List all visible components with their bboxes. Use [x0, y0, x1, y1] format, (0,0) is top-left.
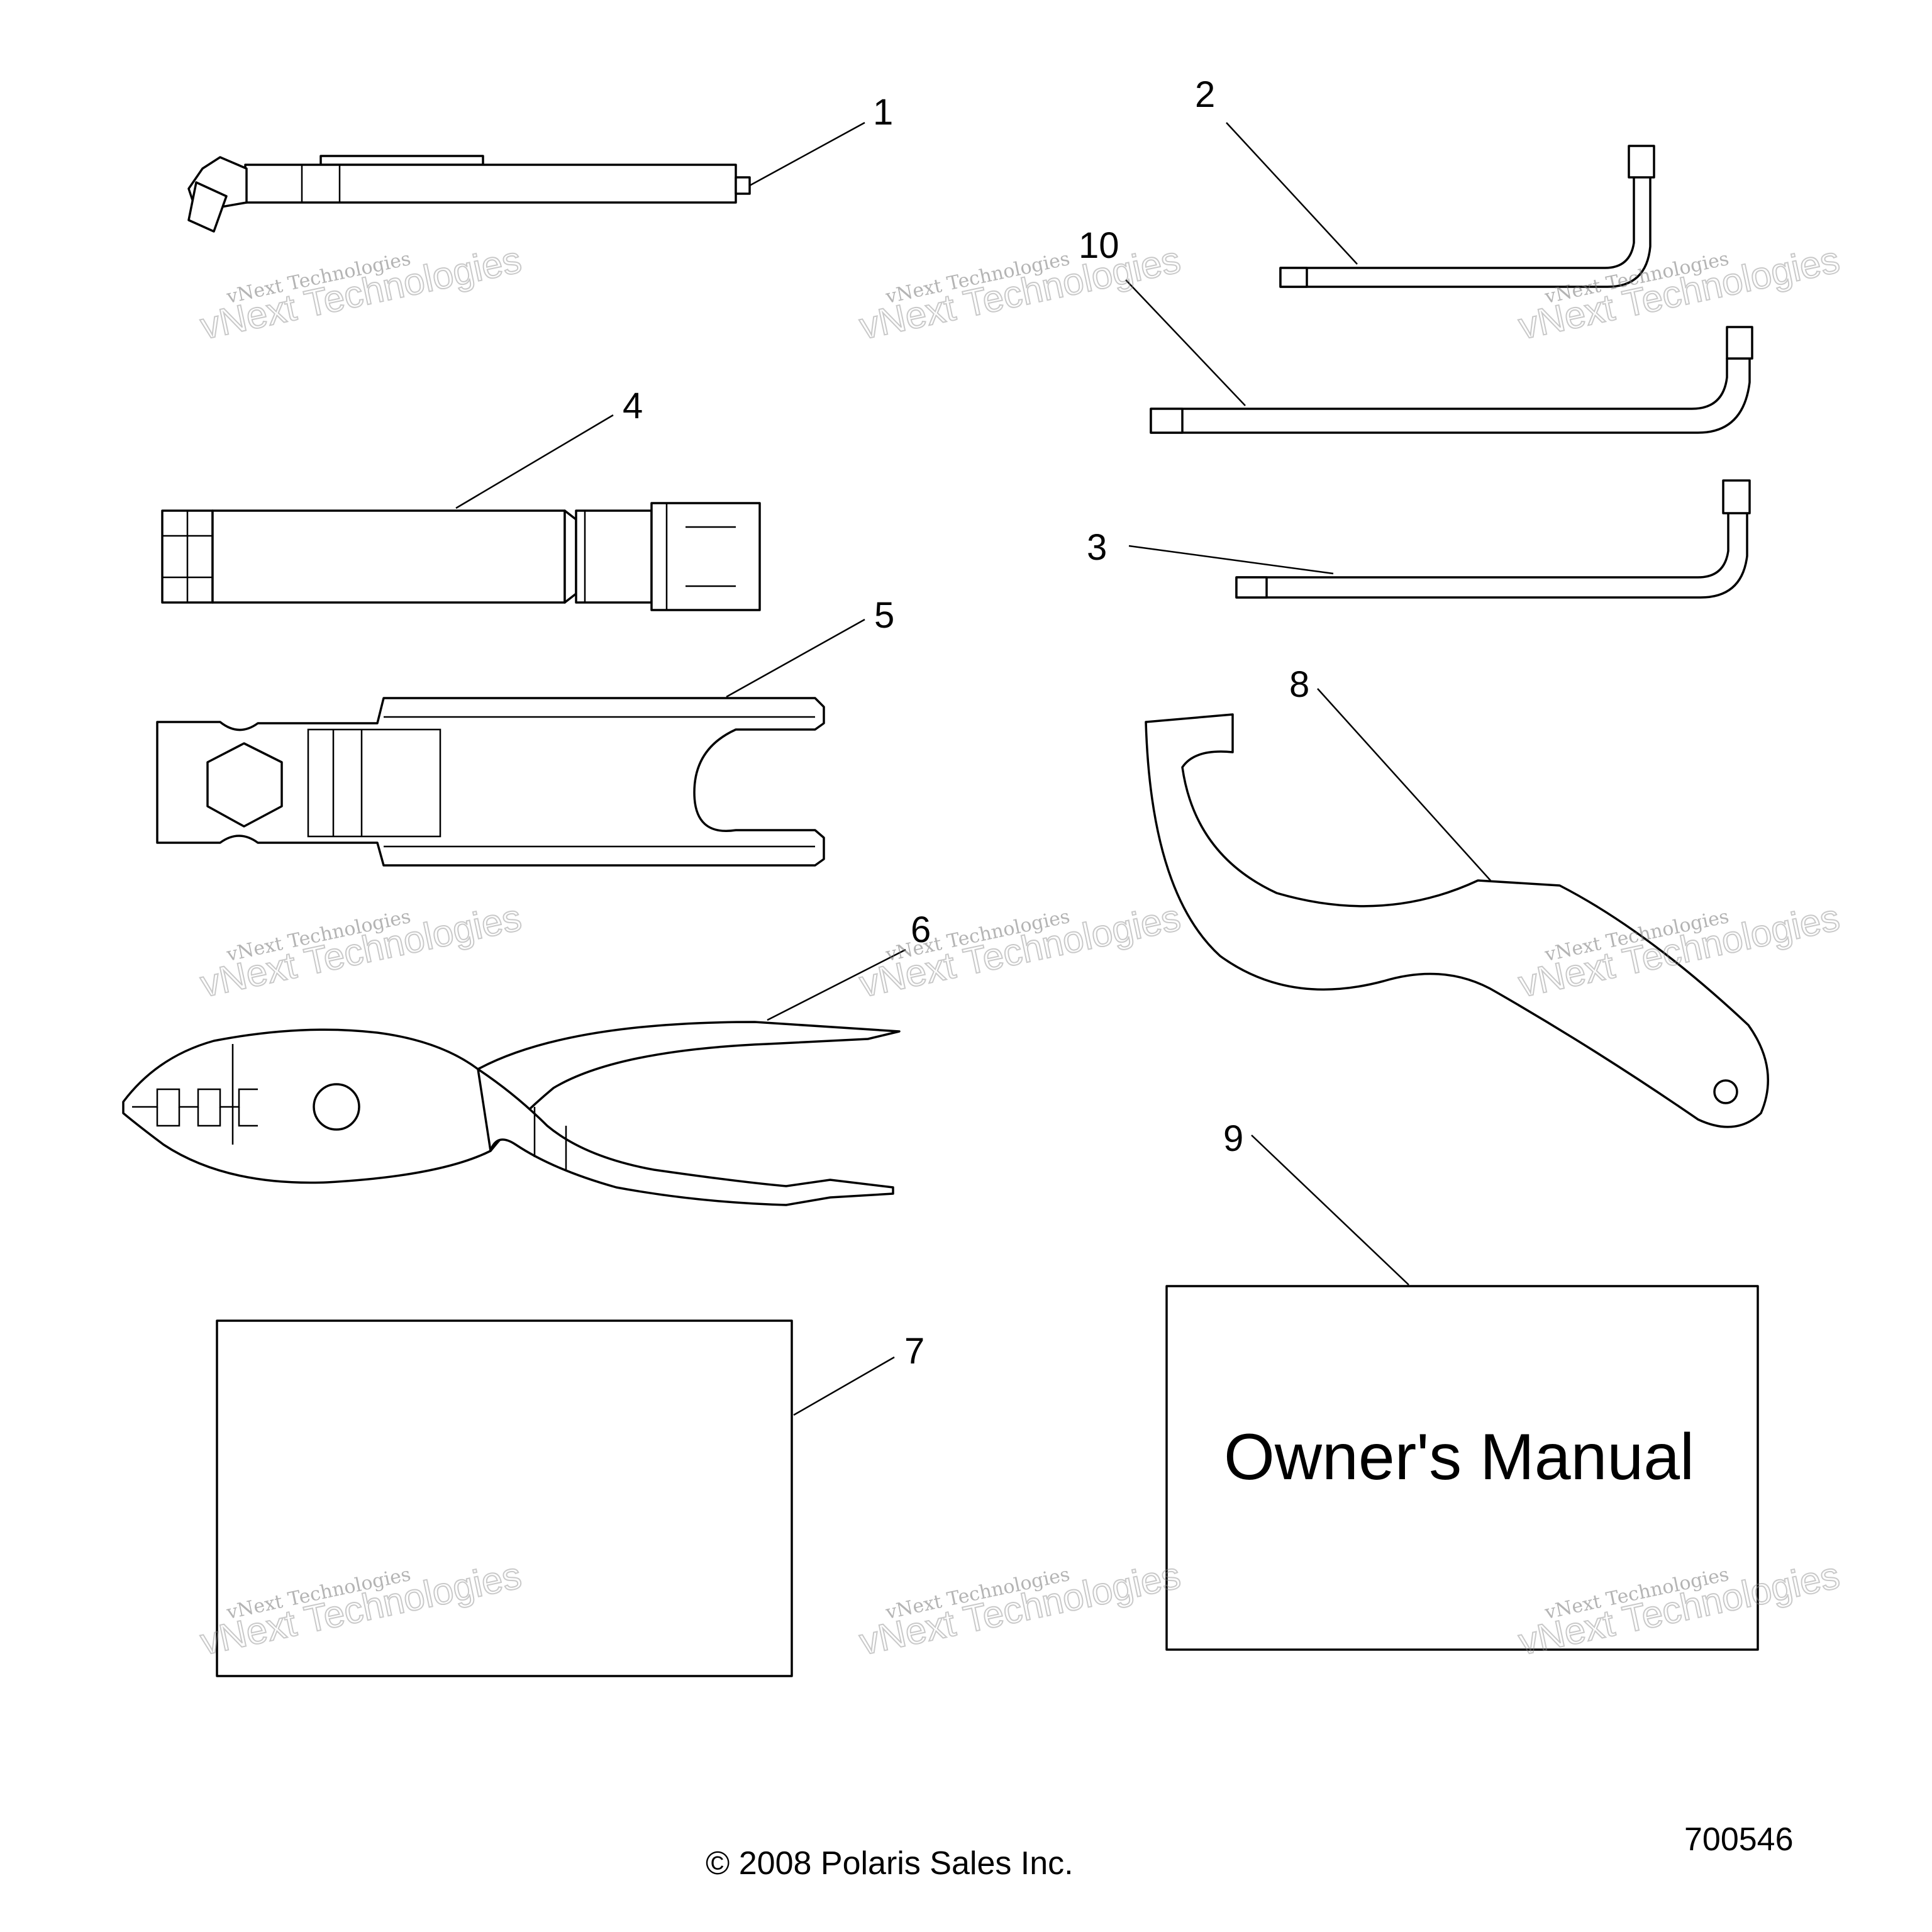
part-6-pliers	[122, 1021, 901, 1206]
callout-2: 2	[1195, 74, 1215, 115]
part-8-hook-spanner	[1145, 713, 1769, 1128]
leader-9	[1251, 1135, 1409, 1285]
callout-3: 3	[1087, 527, 1107, 568]
leader-8	[1317, 688, 1491, 881]
leader-10	[1125, 279, 1246, 406]
part-9-owners-manual	[1165, 1285, 1759, 1651]
part-5-spanner-wrench	[156, 697, 825, 867]
callout-7: 7	[904, 1331, 924, 1372]
callout-5: 5	[874, 595, 894, 636]
callout-8: 8	[1289, 664, 1309, 705]
part-4-spark-plug-socket	[161, 502, 761, 611]
watermark: vNext Technologies vNext Technologies	[196, 896, 526, 1006]
part-2-hex-key-small	[1279, 145, 1655, 288]
watermark: vNext Technologies vNext Technologies	[855, 896, 1185, 1006]
part-10-hex-key-long	[1150, 326, 1753, 434]
callout-9: 9	[1223, 1118, 1243, 1159]
leader-3	[1128, 545, 1334, 575]
watermark: vNext Technologies vNext Technologies	[1514, 238, 1844, 348]
part-1-tire-gauge	[187, 155, 751, 233]
leader-6	[767, 948, 906, 1021]
leader-4	[455, 414, 614, 509]
part-3-hex-key-medium	[1235, 479, 1751, 599]
callout-4: 4	[623, 386, 643, 426]
callout-6: 6	[911, 909, 931, 950]
callout-1: 1	[873, 92, 893, 133]
copyright-notice: © 2008 Polaris Sales Inc.	[706, 1845, 1074, 1882]
leader-1	[749, 121, 865, 187]
leader-5	[726, 618, 865, 698]
callout-10: 10	[1079, 225, 1119, 266]
watermark: vNext Technologies vNext Technologies	[855, 238, 1185, 348]
owners-manual-label: Owner's Manual	[1224, 1421, 1694, 1494]
part-7-card	[216, 1319, 793, 1677]
leader-7	[793, 1356, 895, 1416]
leader-2	[1226, 122, 1358, 265]
figure-number: 700546	[1684, 1821, 1794, 1858]
watermark: vNext Technologies vNext Technologies	[855, 1553, 1185, 1663]
watermark: vNext Technologies vNext Technologies	[196, 238, 526, 348]
